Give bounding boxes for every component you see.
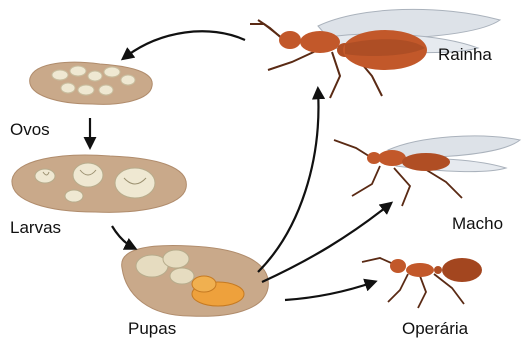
larvae-to-pupae-arrow — [112, 226, 134, 248]
label-worker: Operária — [402, 320, 468, 337]
label-pupae: Pupas — [128, 320, 176, 337]
label-larvae: Larvas — [10, 219, 61, 236]
pupa-cluster-icon — [122, 246, 269, 317]
winged-male-ant-icon — [334, 136, 520, 206]
pupae-to-queen-arrow — [258, 90, 318, 272]
label-male: Macho — [452, 215, 503, 232]
label-eggs: Ovos — [10, 121, 50, 138]
queen-to-eggs-arrow — [124, 31, 245, 58]
pupae-to-worker-arrow — [285, 282, 374, 300]
label-queen: Rainha — [438, 46, 492, 63]
egg-cluster-icon — [30, 62, 153, 104]
larva-cluster-icon — [12, 155, 186, 212]
worker-ant-icon — [362, 258, 482, 308]
